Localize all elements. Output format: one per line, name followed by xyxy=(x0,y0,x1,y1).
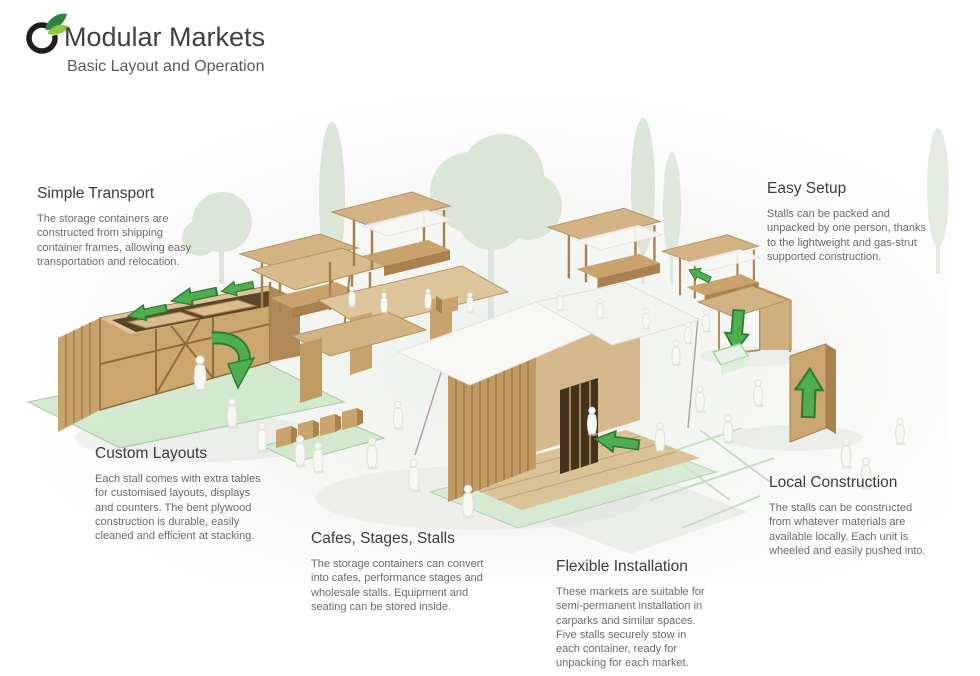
annotation-local-construction: Local Construction The stalls can be con… xyxy=(769,474,974,558)
cypress-tree-icon xyxy=(927,128,949,274)
annotation-simple-transport: Simple Transport The storage containers … xyxy=(37,185,242,269)
arrow-panel-model xyxy=(789,343,836,443)
tree-silhouettes xyxy=(182,118,949,330)
round-tree-icon xyxy=(182,192,252,284)
annotation-title: Cafes, Stages, Stalls xyxy=(311,530,455,547)
annotation-custom-layouts: Custom Layouts Each stall comes with ext… xyxy=(95,445,300,543)
annotation-flexible-installation: Flexible Installation These markets are … xyxy=(556,558,761,671)
light-leaf-icon xyxy=(48,24,69,35)
annotation-title: Easy Setup xyxy=(767,180,847,197)
annotation-title: Flexible Installation xyxy=(556,558,688,575)
annotation-cafes-stages-stalls: Cafes, Stages, Stalls The storage contai… xyxy=(311,530,516,614)
central-stall-model xyxy=(396,282,718,529)
curved-green-arrow xyxy=(211,331,256,390)
annotation-body: Each stall comes with extra tables for c… xyxy=(95,473,261,543)
leaf-ring-logo-icon xyxy=(26,13,70,54)
annotation-title: Custom Layouts xyxy=(95,445,207,462)
annotation-body: The storage containers can convert into … xyxy=(311,558,484,613)
annotation-easy-setup: Easy Setup Stalls can be packed and unpa… xyxy=(767,180,972,264)
page-title: Modular Markets xyxy=(64,22,266,52)
easy-setup-stall-model xyxy=(685,263,792,375)
annotation-body: The stalls can be constructed from whate… xyxy=(769,502,926,557)
annotation-title: Simple Transport xyxy=(37,185,155,202)
annotation-body: The storage containers are constructed f… xyxy=(37,213,192,268)
shipping-container-model xyxy=(26,277,346,449)
annotation-title: Local Construction xyxy=(769,474,898,491)
dark-leaf-icon xyxy=(45,13,67,31)
page-subtitle: Basic Layout and Operation xyxy=(67,58,265,75)
annotation-body: Stalls can be packed and unpacked by one… xyxy=(767,208,927,263)
ghost-stall-outline xyxy=(721,356,748,375)
cypress-tree-icon xyxy=(663,152,681,284)
fabric-sail xyxy=(534,282,702,346)
large-round-tree-icon xyxy=(430,134,562,330)
annotation-body: These markets are suitable for semi-perm… xyxy=(556,586,705,670)
